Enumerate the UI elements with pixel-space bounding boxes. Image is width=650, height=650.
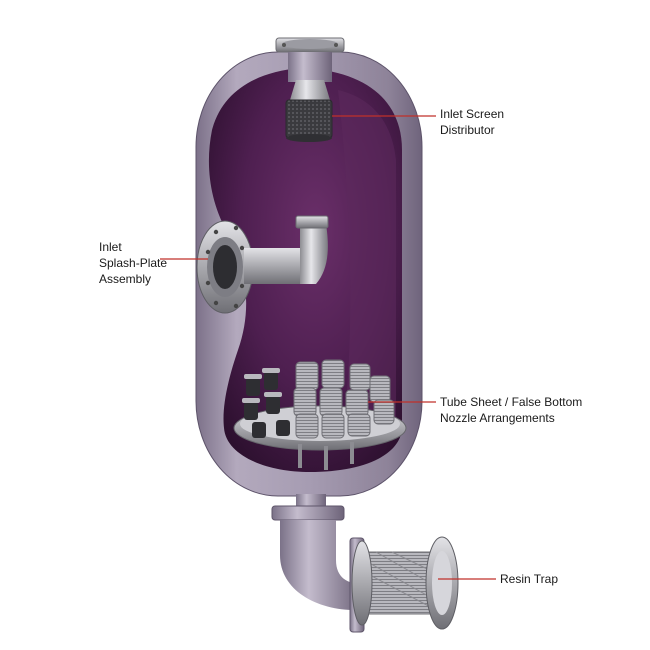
leader-lines (160, 115, 496, 580)
label-inlet-screen-distributor: Inlet Screen Distributor (440, 107, 505, 137)
resin-trap (351, 536, 459, 630)
top-inlet-nozzle (275, 37, 345, 82)
splash-plate-assembly (196, 215, 329, 314)
interior-wall-shading (338, 90, 396, 450)
inlet-screen-distributor (285, 80, 333, 142)
label-resin-trap: Resin Trap (500, 572, 559, 586)
bottom-outlet-pipe (271, 494, 365, 633)
nozzle-arrangement (242, 359, 395, 439)
label-inlet-splash-plate-assembly: Inlet Splash-Plate Assembly (99, 240, 168, 286)
label-tube-sheet-nozzle-arrangements: Tube Sheet / False Bottom Nozzle Arrange… (440, 395, 583, 425)
